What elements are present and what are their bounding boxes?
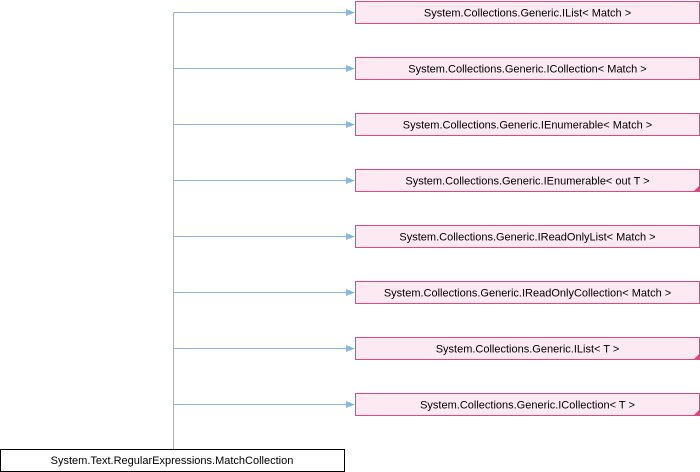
template-corner-icon bbox=[693, 353, 700, 360]
arrowhead-icon bbox=[346, 121, 355, 128]
interface-node[interactable]: System.Collections.Generic.ICollection< … bbox=[355, 393, 700, 416]
interface-node[interactable]: System.Collections.Generic.ICollection< … bbox=[355, 57, 700, 80]
interface-node-label: System.Collections.Generic.IReadOnlyList… bbox=[399, 232, 655, 244]
interface-node[interactable]: System.Collections.Generic.IEnumerable< … bbox=[355, 113, 700, 136]
class-node-label: System.Text.RegularExpressions.MatchColl… bbox=[51, 455, 294, 467]
interface-node[interactable]: System.Collections.Generic.IReadOnlyList… bbox=[355, 225, 700, 248]
interface-node-label: System.Collections.Generic.IEnumerable< … bbox=[405, 176, 649, 188]
arrowhead-icon bbox=[346, 233, 355, 240]
interface-node-label: System.Collections.Generic.IReadOnlyColl… bbox=[384, 288, 671, 300]
template-corner-icon bbox=[693, 185, 700, 192]
arrowhead-icon bbox=[346, 9, 355, 16]
template-corner-icon bbox=[693, 409, 700, 416]
interface-node[interactable]: System.Collections.Generic.IReadOnlyColl… bbox=[355, 281, 700, 304]
arrowhead-icon bbox=[346, 345, 355, 352]
inheritance-edges bbox=[173, 9, 355, 449]
interface-node-label: System.Collections.Generic.IList< T > bbox=[436, 344, 620, 356]
interface-node[interactable]: System.Collections.Generic.IList< Match … bbox=[355, 1, 700, 24]
arrowhead-icon bbox=[346, 177, 355, 184]
arrowhead-icon bbox=[346, 401, 355, 408]
interface-node-label: System.Collections.Generic.ICollection< … bbox=[408, 64, 646, 76]
interface-node[interactable]: System.Collections.Generic.IList< T > bbox=[355, 337, 700, 360]
interface-node-label: System.Collections.Generic.ICollection< … bbox=[420, 400, 635, 412]
arrowhead-icon bbox=[346, 65, 355, 72]
interface-node[interactable]: System.Collections.Generic.IEnumerable< … bbox=[355, 169, 700, 192]
class-node-matchcollection[interactable]: System.Text.RegularExpressions.MatchColl… bbox=[0, 449, 345, 472]
interface-node-label: System.Collections.Generic.IEnumerable< … bbox=[403, 120, 652, 132]
arrowhead-icon bbox=[346, 289, 355, 296]
interface-nodes: System.Collections.Generic.IList< Match … bbox=[355, 1, 700, 416]
interface-node-label: System.Collections.Generic.IList< Match … bbox=[424, 8, 631, 20]
